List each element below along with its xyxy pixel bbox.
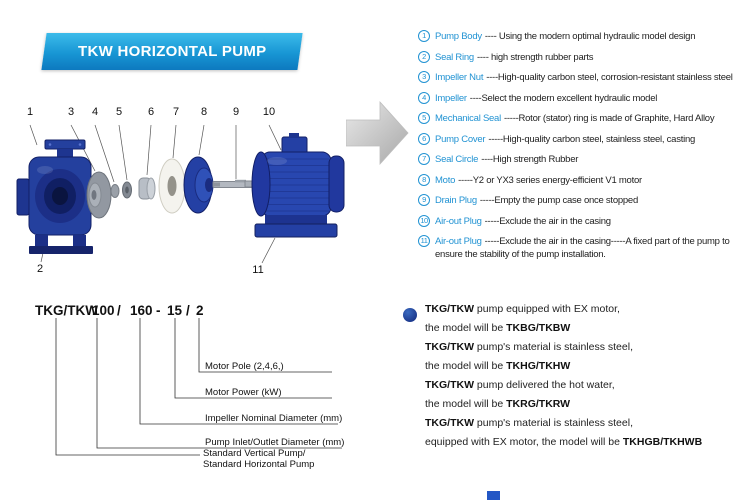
- part-description: ---- high strength rubber parts: [476, 51, 594, 63]
- callout-10: 10: [262, 106, 276, 118]
- part-description: -----Rotor (stator) ring is made of Grap…: [503, 113, 715, 124]
- parts-list: 1 Pump Body---- Using the modern optimal …: [418, 30, 756, 269]
- part-item-8: 8 Moto-----Y2 or YX3 series energy-effici…: [418, 173, 756, 187]
- part-name: Air-out Plug: [435, 236, 482, 247]
- model-seg-inlet: 100: [92, 303, 115, 318]
- model-leader-lines: [55, 318, 342, 456]
- callout-6: 6: [147, 106, 155, 118]
- model-label-standard-line2: Standard Horizontal Pump: [203, 459, 315, 470]
- part-name: Drain Plug: [435, 195, 477, 206]
- part-item-6: 6 Pump Cover-----High-quality carbon stee…: [418, 132, 756, 146]
- part-number-badge: 1: [418, 30, 430, 42]
- note-line-1: TKG/TKW pump equipped with EX motor,: [425, 303, 620, 315]
- model-notes: TKG/TKW pump equipped with EX motor, the…: [403, 303, 753, 455]
- part-description: -----Empty the pump case once stopped: [479, 195, 638, 206]
- model-label-inlet-outlet: Pump Inlet/Outlet Diameter (mm): [205, 437, 345, 448]
- part-name: Pump Cover: [435, 133, 486, 145]
- model-prefix: TKG/TKW: [35, 303, 98, 318]
- part-name: Mechanical Seal: [435, 113, 501, 124]
- part-number-badge: 6: [418, 132, 430, 145]
- model-label-motor-pole: Motor Pole (2,4,6,): [205, 361, 284, 372]
- callout-2: 2: [36, 263, 44, 275]
- model-code-section: TKG/TKW 100 / 160 - 15 / 2 Motor Pole (2…: [0, 300, 360, 500]
- part-description: ---- Using the modern optimal hydraulic …: [484, 31, 696, 42]
- callout-9: 9: [232, 106, 240, 118]
- model-sep-3: /: [186, 303, 190, 318]
- part-item-7: 7 Seal Circle----High strength Rubber: [418, 153, 756, 166]
- part-item-5: 5 Mechanical Seal-----Rotor (stator) ring…: [418, 112, 756, 125]
- part-description: ----High-quality carbon steel, corrosion…: [486, 72, 733, 83]
- note-line-3: TKG/TKW pump's material is stainless ste…: [425, 341, 633, 353]
- callout-8: 8: [200, 106, 208, 118]
- callout-4: 4: [91, 106, 99, 118]
- part-number-badge: 9: [418, 194, 430, 206]
- part-description: -----Y2 or YX3 series energy-efficient V…: [458, 174, 642, 186]
- part-item-9: 9 Drain Plug-----Empty the pump case once…: [418, 194, 756, 207]
- impeller-nut-part: [110, 184, 120, 198]
- note-line-7: TKG/TKW pump's material is stainless ste…: [425, 417, 633, 429]
- leader-lines: [29, 124, 282, 264]
- part-number-badge: 10: [418, 214, 430, 227]
- bottom-logo-mark: [487, 491, 500, 500]
- model-label-standard-line1: Standard Vertical Pump/: [203, 448, 306, 459]
- part-number-badge: 5: [418, 112, 430, 124]
- model-label-motor-power: Motor Power (kW): [205, 387, 282, 398]
- motor-part: [244, 133, 345, 217]
- model-seg-impeller: 160: [130, 303, 153, 318]
- impeller-part: [86, 171, 112, 219]
- mechanical-seal-part: [138, 177, 156, 200]
- part-description: ----High strength Rubber: [481, 154, 579, 165]
- part-number-badge: 3: [418, 71, 430, 83]
- part-name: Air-out Plug: [435, 215, 482, 227]
- part-number-badge: 4: [418, 91, 430, 104]
- callout-3: 3: [67, 106, 75, 118]
- callout-5: 5: [115, 106, 123, 118]
- part-name: Seal Ring: [435, 51, 474, 63]
- part-number-badge: 7: [418, 153, 430, 165]
- model-sep-1: /: [117, 303, 121, 318]
- model-label-standard-type: Standard Vertical Pump/ Standard Horizon…: [203, 448, 314, 470]
- note-line-4: the model will be TKHG/TKHW: [425, 360, 571, 372]
- note-line-8: equipped with EX motor, the model will b…: [425, 436, 703, 448]
- model-label-impeller-diam: Impeller Nominal Diameter (mm): [205, 413, 343, 424]
- model-seg-power: 15: [167, 303, 183, 318]
- pump-exploded-diagram: [16, 124, 345, 264]
- part-number-badge: 2: [418, 50, 430, 63]
- callout-1: 1: [26, 106, 34, 118]
- model-seg-pole: 2: [196, 303, 204, 318]
- part-name: Impeller: [435, 92, 467, 104]
- part-description: ----Select the modern excellent hydrauli…: [469, 92, 658, 104]
- callout-11: 11: [252, 264, 264, 276]
- part-name: Moto: [435, 174, 456, 186]
- right-arrow-icon: [346, 100, 409, 166]
- note-lines: TKG/TKW pump equipped with EX motor, the…: [425, 303, 753, 449]
- pump-body-part: [16, 139, 93, 254]
- washer-ring-part: [122, 181, 132, 199]
- part-description: -----Exclude the air in the casing-----A…: [435, 236, 730, 260]
- part-item-4: 4 Impeller----Select the modern excellent…: [418, 91, 756, 105]
- bullet-icon: [403, 308, 417, 322]
- note-line-6: the model will be TKRG/TKRW: [425, 398, 571, 410]
- part-item-11: 11 Air-out Plug-----Exclude the air in th…: [418, 235, 756, 261]
- part-item-10: 10 Air-out Plug-----Exclude the air in th…: [418, 214, 756, 228]
- title-banner: TKW HORIZONTAL PUMP: [41, 33, 303, 70]
- page-title: TKW HORIZONTAL PUMP: [77, 43, 267, 60]
- part-number-badge: 11: [418, 235, 430, 247]
- part-number-badge: 8: [418, 173, 430, 186]
- seal-circle-part: [158, 158, 186, 214]
- motor-base-part: [254, 215, 338, 238]
- part-item-1: 1 Pump Body---- Using the modern optimal …: [418, 30, 756, 43]
- note-line-2: the model will be TKBG/TKBW: [425, 322, 571, 334]
- part-name: Pump Body: [435, 31, 482, 42]
- part-item-3: 3 Impeller Nut----High-quality carbon ste…: [418, 71, 756, 84]
- pump-cover-part: [183, 156, 214, 214]
- part-item-2: 2 Seal Ring---- high strength rubber part…: [418, 50, 756, 64]
- callout-7: 7: [172, 106, 180, 118]
- part-name: Impeller Nut: [435, 72, 484, 83]
- part-description: -----High-quality carbon steel, stainles…: [488, 133, 696, 145]
- part-description: -----Exclude the air in the casing: [484, 215, 611, 227]
- note-line-5: TKG/TKW pump delivered the hot water,: [425, 379, 615, 391]
- model-sep-2: -: [156, 303, 161, 318]
- part-name: Seal Circle: [435, 154, 479, 165]
